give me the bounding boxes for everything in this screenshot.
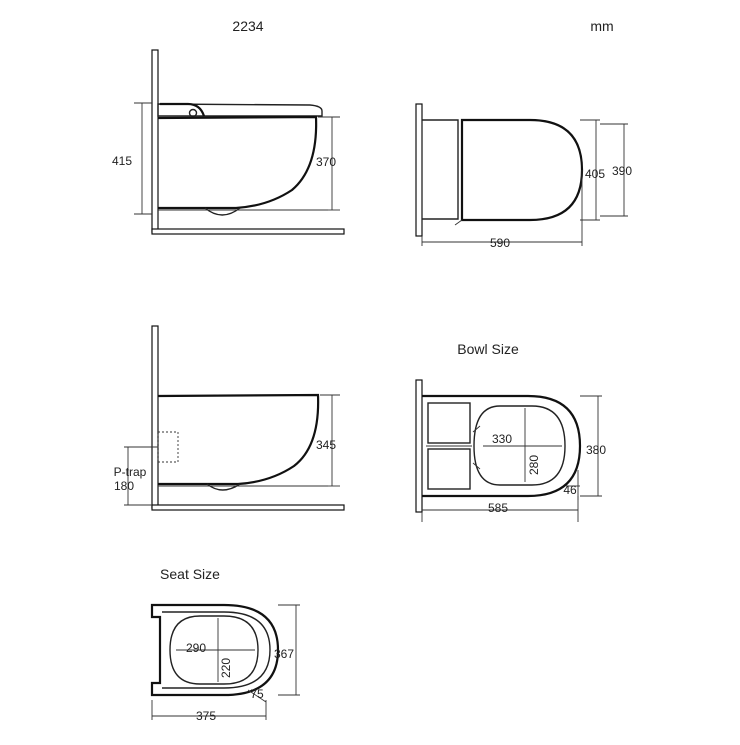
seat-inner-rim xyxy=(162,611,271,689)
dim-seat-rim: 75 xyxy=(250,687,264,701)
bowl-tank-lower xyxy=(427,448,471,490)
seat-opening xyxy=(169,615,259,685)
ptrap-view-bowl xyxy=(157,393,320,486)
side-view-control-panel xyxy=(160,102,206,117)
side-view-lid xyxy=(157,103,323,117)
side-view-button-icon xyxy=(188,108,198,118)
side-view-bowl xyxy=(157,115,318,210)
seat-outline xyxy=(150,603,280,697)
ptrap-label: P-trap xyxy=(114,465,147,479)
top-view: 590 405 390 xyxy=(415,103,632,250)
dim-bowl-inner-width: 280 xyxy=(527,455,541,475)
dim-seat-width: 367 xyxy=(274,647,294,661)
dim-ptrap-height-180: 180 xyxy=(114,479,134,493)
dim-seat-length: 375 xyxy=(196,709,216,723)
top-view-seat xyxy=(460,118,584,222)
bowl-opening xyxy=(473,405,566,486)
ptrap-outlet-box xyxy=(157,431,179,463)
dim-ptrap-height: 345 xyxy=(316,438,336,452)
side-view-floor xyxy=(151,228,345,235)
bowl-size-caption: Bowl Size xyxy=(457,341,519,357)
bowl-view-wall xyxy=(415,379,423,513)
side-view-ptrap: 345 P-trap 180 xyxy=(114,325,345,511)
dim-bowl-inner-length: 330 xyxy=(492,432,512,446)
dim-bowl-width: 380 xyxy=(586,443,606,457)
seat-size-view: Seat Size 290 220 367 75 375 xyxy=(150,566,300,723)
dim-bowl-rim: 46 xyxy=(563,483,577,497)
top-view-body xyxy=(422,119,459,220)
ptrap-view-wall xyxy=(151,325,159,509)
dim-top-outer-width: 390 xyxy=(612,164,632,178)
bowl-size-view: Bowl Size 330 280 380 46 585 xyxy=(415,341,606,522)
dim-seat-inner-width: 220 xyxy=(219,658,233,678)
unit-label: mm xyxy=(590,18,613,34)
top-view-wall xyxy=(415,103,423,237)
dim-side-total-height: 415 xyxy=(112,154,132,168)
bowl-outline xyxy=(422,394,582,498)
seat-size-caption: Seat Size xyxy=(160,566,220,582)
side-view-wall xyxy=(151,49,159,233)
dim-top-inner-width: 405 xyxy=(585,167,605,181)
bowl-tank-upper xyxy=(427,402,471,444)
ptrap-view-floor xyxy=(151,504,345,511)
side-view: 415 370 xyxy=(112,49,345,235)
dim-top-length: 590 xyxy=(490,236,510,250)
model-number: 2234 xyxy=(232,18,263,34)
dim-side-bowl-height: 370 xyxy=(316,155,336,169)
dim-seat-inner-length: 290 xyxy=(186,641,206,655)
dim-bowl-length: 585 xyxy=(488,501,508,515)
